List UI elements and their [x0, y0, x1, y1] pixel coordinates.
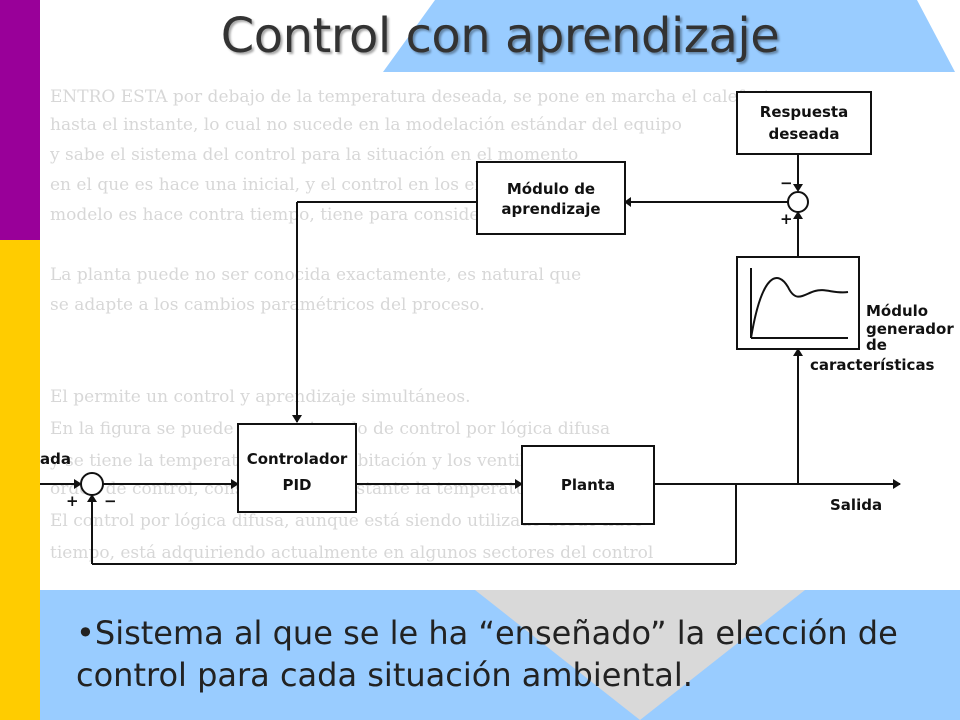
modulo-aprendizaje-label-2: aprendizaje	[501, 200, 600, 218]
salida-label: Salida	[830, 496, 882, 514]
svg-text:La planta puede no ser conocid: La planta puede no ser conocida exactame…	[50, 265, 581, 285]
planta-label: Planta	[561, 476, 615, 494]
modulo-generador-label-1: Módulo	[866, 302, 928, 320]
respuesta-deseada-label-2: deseada	[769, 125, 840, 143]
svg-text:hasta el instante, lo cual no: hasta el instante, lo cual no sucede en …	[50, 115, 682, 135]
planta-block	[521, 445, 655, 525]
sign-minus-top: −	[780, 174, 793, 192]
caption-triangle	[475, 590, 805, 720]
summing-junction-left	[80, 472, 104, 496]
svg-text:ENTRO ESTA por debajo de la te: ENTRO ESTA por debajo de la temperatura …	[50, 87, 790, 107]
svg-text:modelo es hace contra tiempo,: modelo es hace contra tiempo, tiene para…	[50, 205, 525, 225]
modulo-aprendizaje-block	[476, 161, 626, 235]
modulo-generador-block	[736, 256, 860, 350]
entrada-label: ada	[40, 450, 71, 468]
block-diagram: ENTRO ESTA por debajo de la temperatura …	[40, 72, 960, 590]
response-curve-icon	[750, 268, 849, 339]
sign-minus-left: −	[104, 492, 117, 510]
summing-junction-right	[787, 191, 809, 213]
controlador-label-1: Controlador	[247, 450, 348, 468]
slide-title: Control con aprendizaje	[40, 2, 960, 72]
modulo-aprendizaje-label-1: Módulo de	[507, 180, 595, 198]
caption-text: •Sistema al que se le ha “enseñado” la e…	[76, 614, 898, 694]
svg-text:tiempo, está adquiriendo actua: tiempo, está adquiriendo actualmente en …	[50, 543, 653, 563]
sign-plus-bottom: +	[780, 210, 793, 228]
controlador-pid-block	[237, 423, 357, 513]
svg-text:en el que es hace una inicial,: en el que es hace una inicial, y el cont…	[50, 175, 533, 195]
respuesta-deseada-block	[736, 91, 872, 155]
left-yellow-bar	[0, 240, 40, 720]
left-purple-bar	[0, 0, 40, 240]
svg-text:El control por lógica difusa,: El control por lógica difusa, aunque est…	[50, 511, 643, 531]
sign-plus-left: +	[66, 492, 79, 510]
modulo-generador-label-4: características	[810, 356, 935, 374]
title-blue-trapezoid	[383, 0, 955, 72]
respuesta-deseada-label-1: Respuesta	[760, 103, 848, 121]
modulo-generador-label-3: de	[866, 336, 887, 354]
modulo-generador-label-2: generador	[866, 320, 954, 338]
svg-text:El permite un control y aprend: El permite un control y aprendizaje simu…	[50, 387, 471, 407]
controlador-label-2: PID	[282, 476, 311, 494]
caption-panel: •Sistema al que se le ha “enseñado” la e…	[40, 590, 960, 720]
scanned-background-text: ENTRO ESTA por debajo de la temperatura …	[49, 87, 790, 563]
svg-text:y sabe el sistema del control: y sabe el sistema del control para la si…	[49, 145, 578, 165]
svg-text:se adapte a los cambios paramé: se adapte a los cambios paramétricos del…	[50, 295, 485, 315]
slide-title-text: Control con aprendizaje	[220, 8, 780, 64]
